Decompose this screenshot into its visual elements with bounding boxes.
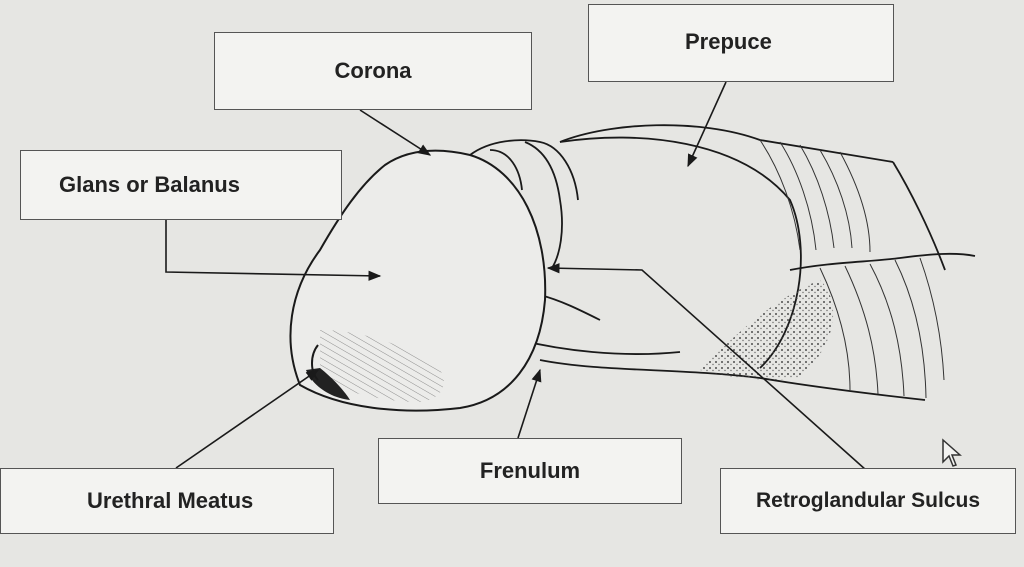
- retro-pointer: [546, 263, 867, 471]
- label-urethral-meatus-text: Urethral Meatus: [87, 488, 254, 513]
- urethral-pointer: [175, 369, 320, 469]
- glans-pointer: [165, 220, 382, 281]
- label-retroglandular-sulcus-text: Retroglandular Sulcus: [755, 489, 981, 512]
- callout-lines: [165, 81, 867, 471]
- label-retroglandular-sulcus: Retroglandular Sulcus: [720, 468, 1016, 534]
- label-glans: Glans or Balanus: [20, 150, 342, 220]
- corona-pointer: [359, 109, 432, 156]
- prepuce-pointer: [687, 81, 727, 168]
- label-corona-text: Corona: [334, 58, 412, 83]
- label-corona: Corona: [214, 32, 532, 110]
- shaft-outline: [469, 124, 976, 401]
- skin-folds: [759, 139, 945, 399]
- label-glans-text: Glans or Balanus: [59, 172, 240, 197]
- glans-outline: [289, 149, 547, 412]
- label-urethral-meatus: Urethral Meatus: [0, 468, 334, 534]
- label-frenulum: Frenulum: [378, 438, 682, 504]
- mouse-pointer-icon: [942, 438, 962, 467]
- label-prepuce-text: Prepuce: [685, 29, 772, 54]
- label-prepuce: Prepuce: [588, 4, 894, 82]
- frenulum-pointer: [517, 368, 542, 439]
- dotted-region: [700, 280, 834, 380]
- label-frenulum-text: Frenulum: [479, 458, 581, 483]
